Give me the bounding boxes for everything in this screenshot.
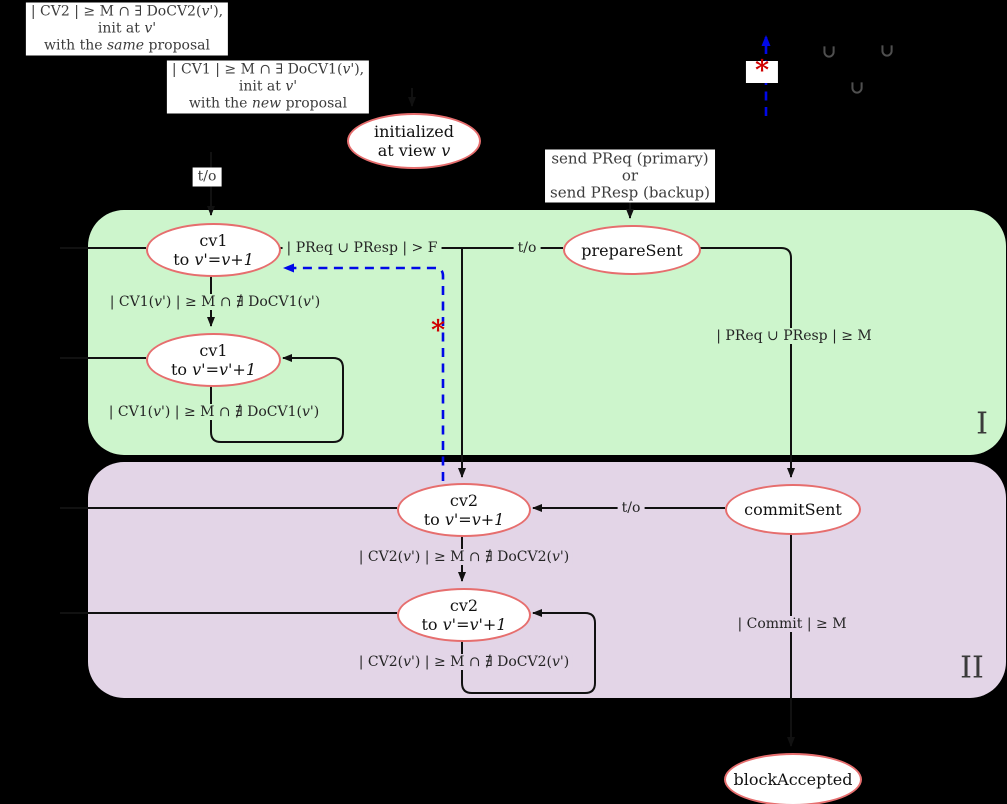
label-send-prepare: send PReq (primary) or send PResp (backu… <box>545 149 715 203</box>
label-cv2-cond-first: | CV2(v') | ≥ M ∩ ∄ DoCV2(v') <box>354 549 574 565</box>
state-cv2-repeat-to: to v'=v'+1 <box>421 615 507 634</box>
state-cv2-first-to: to v'=v+1 <box>423 510 505 529</box>
callout-cv1-line1: | CV1 | ≥ M ∩ ∃ DoCV1(v'), <box>171 61 365 78</box>
label-timeout-to-cv1: t/o <box>192 167 222 187</box>
state-cv1-first-name: cv1 <box>199 231 228 250</box>
commit-phase-numeral: II <box>960 650 984 686</box>
state-cv2-first-name: cv2 <box>449 491 479 510</box>
state-blockaccepted: blockAccepted <box>724 753 862 804</box>
callout-cv2-line1: | CV2 | ≥ M ∩ ∃ DoCV2(v'), <box>30 3 224 20</box>
legend-union-icon: ∪ <box>879 40 895 62</box>
state-cv1-repeat-name: cv1 <box>199 341 228 360</box>
legend-union-icon: ∪ <box>849 77 865 99</box>
callout-cv1-line3: with the new proposal <box>188 95 348 112</box>
prepare-phase-numeral: I <box>976 406 988 442</box>
label-preq-presp-gt-f: | PReq ∪ PResp | > F <box>282 240 442 256</box>
label-timeout-commit: t/o <box>617 500 645 516</box>
callout-cv1-line2: init at v' <box>238 78 298 95</box>
state-cv1-repeat-to: to v'=v'+1 <box>170 360 257 379</box>
state-cv2-repeat: cv2 to v'=v'+1 <box>397 588 531 642</box>
label-cv2-cond-loop: | CV2(v') | ≥ M ∩ ∄ DoCV2(v') <box>354 654 574 670</box>
state-preparesent-name: prepareSent <box>581 240 683 260</box>
label-preq-presp-ge-m: | PReq ∪ PResp | ≥ M <box>712 328 876 344</box>
label-cv1-cond-loop: | CV1(v') | ≥ M ∩ ∄ DoCV1(v') <box>104 404 324 420</box>
callout-cv2-exit: | CV2 | ≥ M ∩ ∃ DoCV2(v'), init at v' wi… <box>25 2 229 56</box>
legend-union-icon: ∪ <box>821 41 837 63</box>
label-commit-ge-m: | Commit | ≥ M <box>733 616 851 632</box>
label-cv1-cond-first: | CV1(v') | ≥ M ∩ ∄ DoCV1(v') <box>105 294 325 310</box>
state-commitsent-name: commitSent <box>744 500 842 519</box>
state-initialized-line1: initialized <box>374 122 454 141</box>
state-cv2-repeat-name: cv2 <box>449 596 479 615</box>
state-cv1-first: cv1 to v'=v+1 <box>146 223 281 277</box>
state-blockaccepted-name: blockAccepted <box>733 770 853 789</box>
state-cv1-first-to: to v'=v+1 <box>173 250 254 269</box>
label-timeout-prepare: t/o <box>513 240 541 256</box>
state-commitsent: commitSent <box>725 484 861 535</box>
state-initialized-line2: at view v <box>377 141 451 160</box>
label-send-line2: or <box>621 166 639 185</box>
state-preparesent: prepareSent <box>563 225 701 275</box>
state-initialized: initialized at view v <box>347 113 481 169</box>
state-cv1-repeat: cv1 to v'=v'+1 <box>146 333 281 387</box>
label-send-line1: send PReq (primary) <box>551 149 709 168</box>
label-send-line3: send PResp (backup) <box>550 183 710 202</box>
callout-cv2-line3: with the same proposal <box>44 37 210 54</box>
callout-cv2-line2: init at v' <box>97 20 157 37</box>
callout-cv1-exit: | CV1 | ≥ M ∩ ∃ DoCV1(v'), init at v' wi… <box>166 60 370 114</box>
legend-asterisk: * <box>745 57 779 84</box>
state-cv2-first: cv2 to v'=v+1 <box>397 483 531 537</box>
label-asterisk-main: * <box>430 315 446 346</box>
